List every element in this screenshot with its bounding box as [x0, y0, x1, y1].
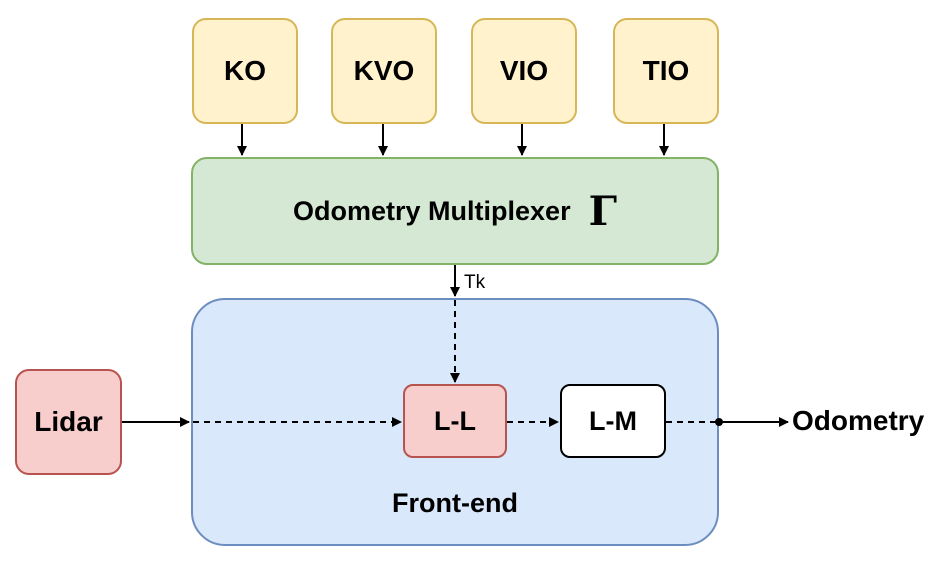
front-end-label: Front-end: [392, 488, 518, 518]
odometry-output-label: Odometry: [792, 405, 925, 436]
vio-label: VIO: [499, 55, 549, 86]
l-l-box: L-L: [403, 384, 507, 458]
gamma-symbol: Γ: [588, 187, 617, 235]
l-l-label: L-L: [434, 405, 476, 436]
ko-label: KO: [224, 55, 266, 86]
l-m-label: L-M: [589, 405, 637, 436]
kvo-box: KVO: [331, 18, 437, 124]
odometry-multiplexer-box: Odometry Multiplexer Γ: [191, 157, 719, 265]
tio-box: TIO: [613, 18, 719, 124]
lidar-label: Lidar: [34, 406, 103, 437]
ko-box: KO: [192, 18, 298, 124]
kvo-label: KVO: [353, 55, 415, 86]
l-m-box: L-M: [560, 384, 666, 458]
lidar-box: Lidar: [15, 369, 122, 475]
vio-box: VIO: [471, 18, 577, 124]
multiplexer-label: Odometry Multiplexer: [293, 195, 571, 226]
tk-label: Tk: [464, 272, 486, 293]
tio-label: TIO: [642, 55, 690, 86]
